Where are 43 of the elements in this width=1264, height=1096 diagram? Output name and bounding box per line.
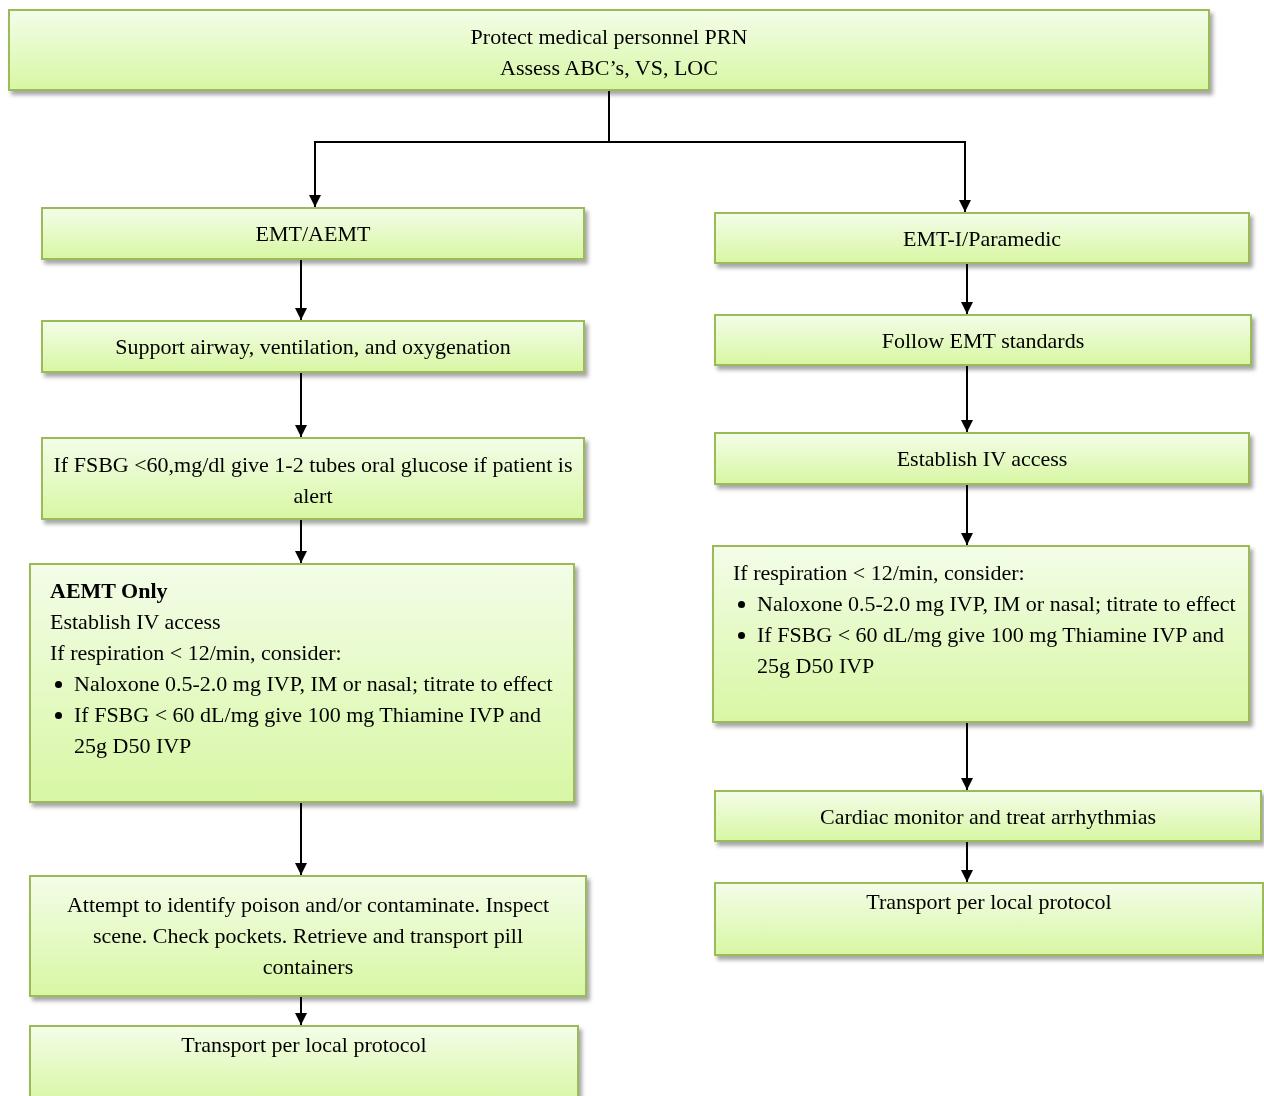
box-text: Assess ABC’s, VS, LOC [499,54,719,82]
bullet-item: If FSBG < 60 dL/mg give 100 mg Thiamine IVP and 25g D50 IVP [733,619,1238,681]
bullet-item: Naloxone 0.5-2.0 mg IVP, IM or nasal; titrate to effect [50,668,563,699]
box-text: Protect medical personnel PRN [469,23,749,51]
process-box [714,314,1252,366]
process-box [712,545,1250,723]
process-box [29,1025,579,1096]
arrow [961,484,973,546]
box-text: EMT/AEMT [254,220,372,248]
arrow [961,841,973,883]
box-text: If respiration < 12/min, consider: [733,559,1026,587]
arrow [961,722,973,791]
process-box [8,9,1210,91]
arrow [961,263,973,315]
box-text: Attempt to identify poison and/or contaminate. Inspect scene. Check pockets. Retrieve and transport pill containers [65,891,551,981]
box-text: Support airway, ventilation, and oxygenation [114,333,512,361]
box-heading: AEMT Only [50,577,169,605]
box-text: If respiration < 12/min, consider: [50,639,343,667]
arrow [295,519,307,564]
process-box [714,212,1250,264]
bullet-item: Naloxone 0.5-2.0 mg IVP, IM or nasal; titrate to effect [733,588,1238,619]
process-box [29,875,587,997]
box-text: Cardiac monitor and treat arrhythmias [819,803,1157,831]
process-box [714,432,1250,485]
box-text: Transport per local protocol [180,1031,428,1059]
process-box [29,563,575,803]
arrow [295,372,307,438]
process-box [41,320,585,373]
arrow [295,996,307,1026]
box-text: Establish IV access [895,445,1069,473]
box-text: EMT-I/Paramedic [902,225,1062,253]
process-box [714,790,1262,842]
arrow [961,365,973,433]
box-text: Follow EMT standards [880,327,1086,355]
arrow [295,802,307,876]
arrow [295,259,307,321]
box-text: Transport per local protocol [865,888,1113,916]
process-box [41,437,585,520]
process-box [714,882,1264,956]
bullet-item: If FSBG < 60 dL/mg give 100 mg Thiamine IVP and 25g D50 IVP [50,699,563,761]
box-text: If FSBG <60,mg/dl give 1-2 tubes oral glucose if patient is alert [53,451,573,510]
box-text: Establish IV access [50,608,222,636]
process-box [41,207,585,260]
